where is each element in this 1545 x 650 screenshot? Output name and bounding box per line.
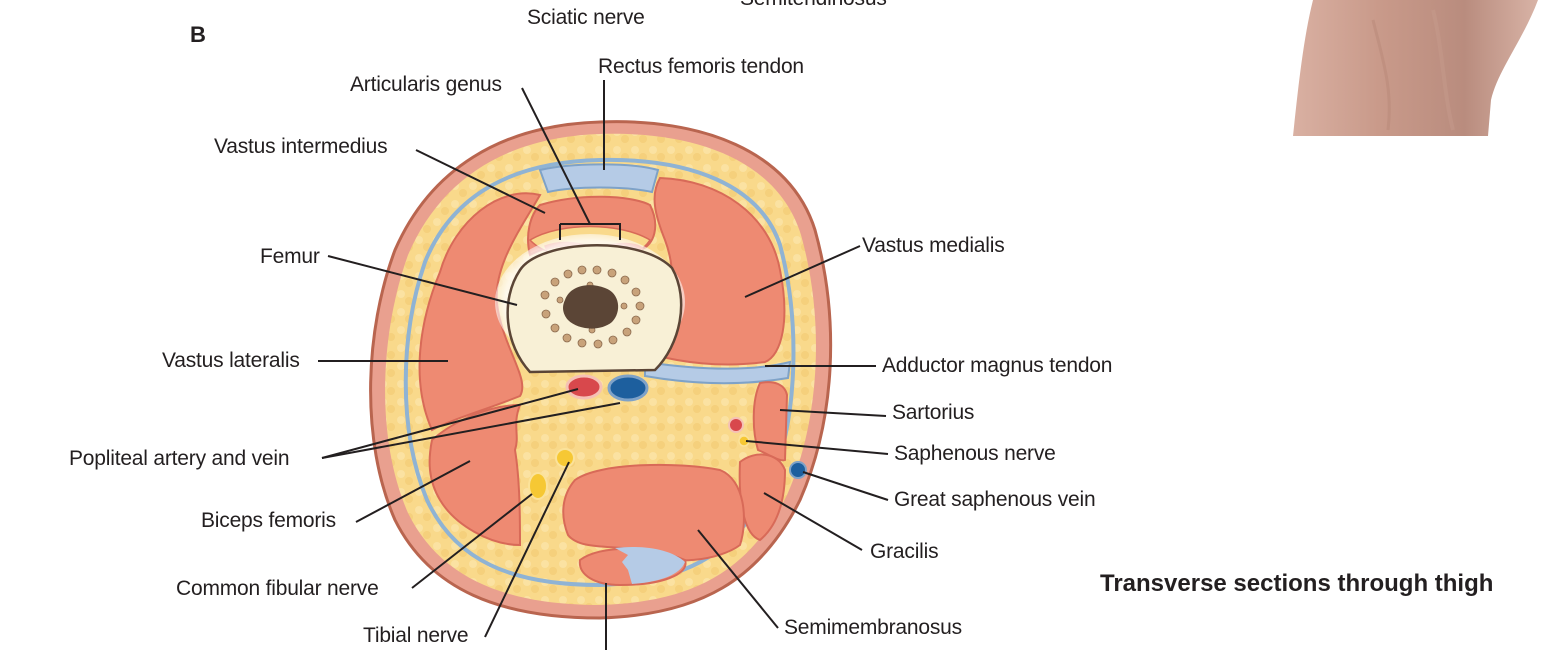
vastus-lateralis-muscle	[418, 192, 542, 432]
label-common-fibular-nerve: Common fibular nerve	[176, 577, 379, 600]
label-articularis-genus: Articularis genus	[350, 73, 502, 96]
leader-lines	[318, 80, 889, 650]
semitendinosus-tendon	[615, 546, 685, 584]
common-fibular-nerve	[528, 472, 548, 500]
popliteal-artery	[565, 374, 603, 400]
biceps-femoris-muscle	[428, 403, 522, 547]
label-sciatic-nerve: Sciatic nerve	[527, 6, 645, 29]
tibial-nerve	[555, 448, 575, 468]
marrow-cavity	[563, 285, 619, 329]
label-popliteal-artery-vein: Popliteal artery and vein	[69, 447, 290, 470]
label-vastus-intermedius: Vastus intermedius	[214, 135, 388, 158]
label-biceps-femoris: Biceps femoris	[201, 509, 336, 532]
label-vastus-lateralis: Vastus lateralis	[162, 349, 300, 372]
vastus-medialis-muscle	[653, 176, 786, 366]
panel-letter: B	[190, 22, 206, 47]
rectus-femoris-tendon	[538, 163, 660, 194]
label-femur: Femur	[260, 245, 320, 268]
label-semimembranosus: Semimembranosus	[784, 616, 962, 639]
label-sartorius: Sartorius	[892, 401, 975, 424]
knee-photo	[1293, 0, 1538, 136]
adductor-magnus-tendon	[644, 360, 792, 385]
femur-cancellous-bone	[540, 265, 645, 349]
label-rectus-femoris-tendon: Rectus femoris tendon	[598, 55, 804, 78]
label-semitendinosus-partial: Semitendinosus	[740, 0, 887, 9]
label-great-saphenous-vein: Great saphenous vein	[894, 488, 1096, 511]
sartorius-muscle	[752, 381, 789, 462]
figure-caption: Transverse sections through thigh	[1100, 570, 1494, 597]
label-tibial-nerve: Tibial nerve	[363, 624, 469, 647]
popliteal-vein	[607, 374, 649, 402]
label-vastus-medialis: Vastus medialis	[862, 234, 1005, 257]
label-saphenous-nerve: Saphenous nerve	[894, 442, 1056, 465]
label-gracilis: Gracilis	[870, 540, 939, 563]
semimembranosus-muscle	[562, 463, 745, 562]
saphenous-artery	[728, 417, 744, 433]
label-adductor-magnus-tendon: Adductor magnus tendon	[882, 354, 1113, 377]
great-saphenous-vein	[789, 461, 807, 479]
